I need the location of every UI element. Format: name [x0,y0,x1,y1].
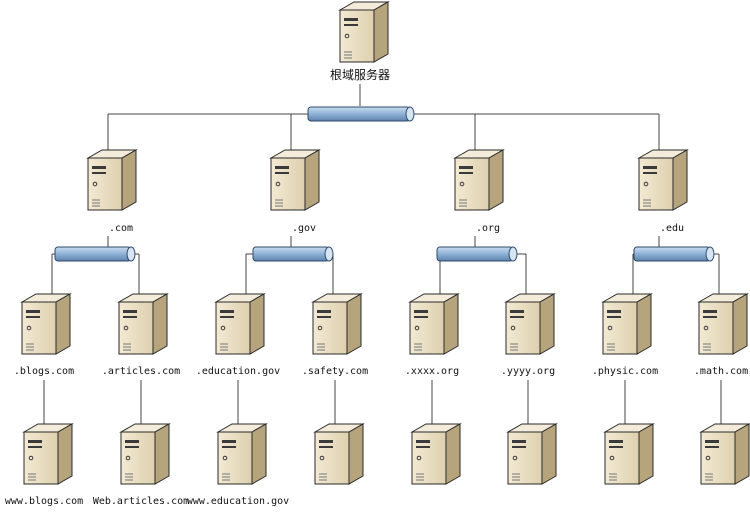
domain-server-icon-1-1 [311,293,363,355]
domain-label-0-1: .articles.com [102,366,180,377]
tld-bus-2 [436,246,518,262]
tld-bus-0 [54,246,136,262]
domain-server-icon-1-0 [214,293,266,355]
tld-server-icon-0 [86,149,138,211]
tld-bus-3 [633,246,715,262]
domain-label-2-0: .xxxx.org [405,366,459,377]
tld-label-3: .edu [660,223,684,234]
tld-bus-1 [252,246,334,262]
node-labels: 根域服务器 .com .blogs.com www.blogs.com .article… [5,67,748,507]
domain-server-icon-3-1 [697,293,749,355]
host-server-icon-1-0 [216,423,268,485]
domain-label-2-1: .yyyy.org [501,366,555,377]
host-server-icon-2-0 [410,423,462,485]
domain-server-icon-0-1 [117,293,169,355]
tld-label-1: .gov [292,223,316,234]
host-server-icon-1-1 [313,423,365,485]
domain-server-icon-2-0 [408,293,460,355]
tld-server-icon-2 [453,149,505,211]
host-server-icon-3-0 [603,423,655,485]
host-label-0-1: Web.articles.com [93,496,189,507]
host-server-icon-0-1 [119,423,171,485]
domain-label-1-1: .safety.com [302,366,368,377]
tld-server-icon-3 [637,149,689,211]
host-label-1-0: www.education.gov [187,496,289,507]
domain-server-icon-0-0 [20,293,72,355]
host-server-icon-3-1 [699,423,750,485]
domain-label-3-0: .physic.com [592,366,658,377]
root-server-label: 根域服务器 [330,67,390,82]
domain-server-icon-2-1 [504,293,556,355]
server-nodes [20,1,750,485]
host-server-icon-0-0 [22,423,74,485]
domain-label-1-0: .education.gov [196,366,280,377]
tld-label-2: .org [476,223,500,234]
tld-label-0: .com [109,223,133,234]
network-buses [54,106,715,262]
host-label-0-0: www.blogs.com [5,496,83,507]
tld-server-icon-1 [269,149,321,211]
host-server-icon-2-1 [506,423,558,485]
domain-label-0-0: .blogs.com [14,366,74,377]
root-bus [307,106,415,122]
domain-server-icon-3-0 [601,293,653,355]
root-server-icon [338,1,390,63]
domain-label-3-1: .math.com [694,366,748,377]
